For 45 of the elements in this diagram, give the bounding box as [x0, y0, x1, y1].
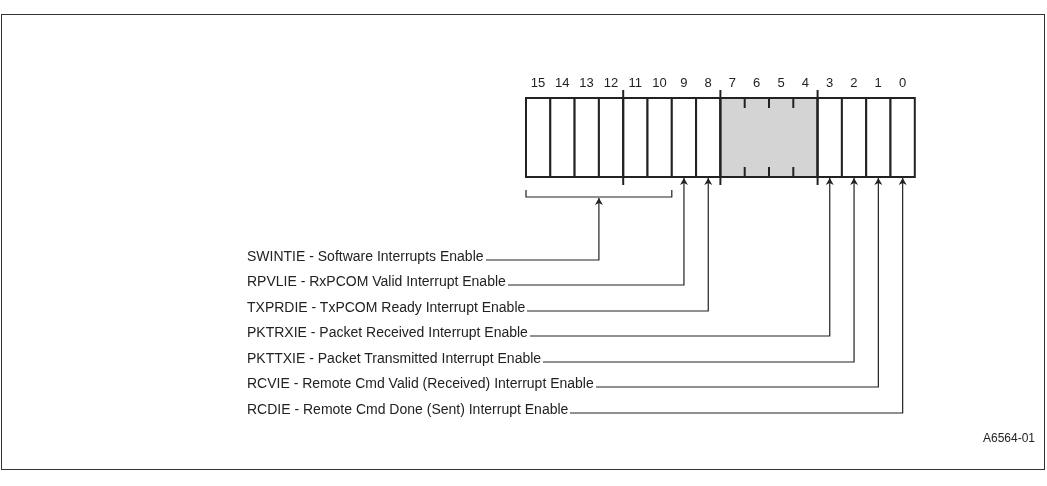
- leader-line: [542, 177, 859, 363]
- leader-line: [529, 177, 834, 337]
- bit-number: 11: [627, 76, 643, 89]
- bit-cell: [670, 97, 698, 178]
- bit-number: 2: [849, 76, 859, 89]
- bit-cell: [597, 97, 625, 178]
- bit-number: 10: [651, 76, 668, 89]
- bit-number: 0: [897, 76, 908, 89]
- bit-cell: [525, 97, 552, 178]
- field-description: RCVIE - Remote Cmd Valid (Received) Interrupt Enable: [247, 375, 594, 392]
- bit-number: 1: [873, 76, 883, 89]
- bit-cell: [840, 97, 868, 178]
- bit-cell: [573, 97, 600, 178]
- field-description: RPVLIE - RxPCOM Valid Interrupt Enable: [247, 273, 506, 290]
- leader-line: [595, 177, 883, 388]
- field-description: RCDIE - Remote Cmd Done (Sent) Interrupt Enable: [247, 401, 569, 418]
- bit-number: 4: [800, 76, 810, 89]
- leader-line: [507, 177, 688, 286]
- bit-cell: [646, 97, 673, 178]
- bit-cell: [622, 97, 649, 178]
- field-description: PKTRXIE - Packet Received Interrupt Enable: [247, 324, 528, 341]
- bit-number: 6: [752, 76, 762, 89]
- bit-number: 9: [679, 76, 689, 89]
- bit-number: 15: [529, 76, 547, 89]
- leader-line: [526, 177, 713, 312]
- bit-number: 14: [554, 76, 571, 89]
- figure-id: A6564-01: [982, 430, 1035, 447]
- leader-line: [569, 177, 907, 414]
- bit-cell: [695, 97, 722, 178]
- bit-number: 8: [703, 76, 713, 89]
- bit-number: 13: [578, 76, 595, 89]
- bit-number: 3: [824, 76, 835, 89]
- bit-number: 7: [727, 76, 737, 89]
- bit-cell: [889, 97, 916, 178]
- bit-cell: [865, 97, 892, 178]
- bit-number: 12: [602, 76, 620, 89]
- field-description: SWINTIE - Software Interrupts Enable: [247, 248, 484, 265]
- bracket: [525, 189, 673, 198]
- bit-cell: [816, 97, 843, 178]
- bit-cell: [549, 97, 576, 178]
- reserved-field: [719, 97, 819, 178]
- field-description: PKTTXIE - Packet Transmitted Interrupt Enable: [247, 350, 542, 367]
- field-description: TXPRDIE - TxPCOM Ready Interrupt Enable: [247, 299, 526, 316]
- bit-number: 5: [776, 76, 786, 89]
- leader-line: [485, 197, 603, 261]
